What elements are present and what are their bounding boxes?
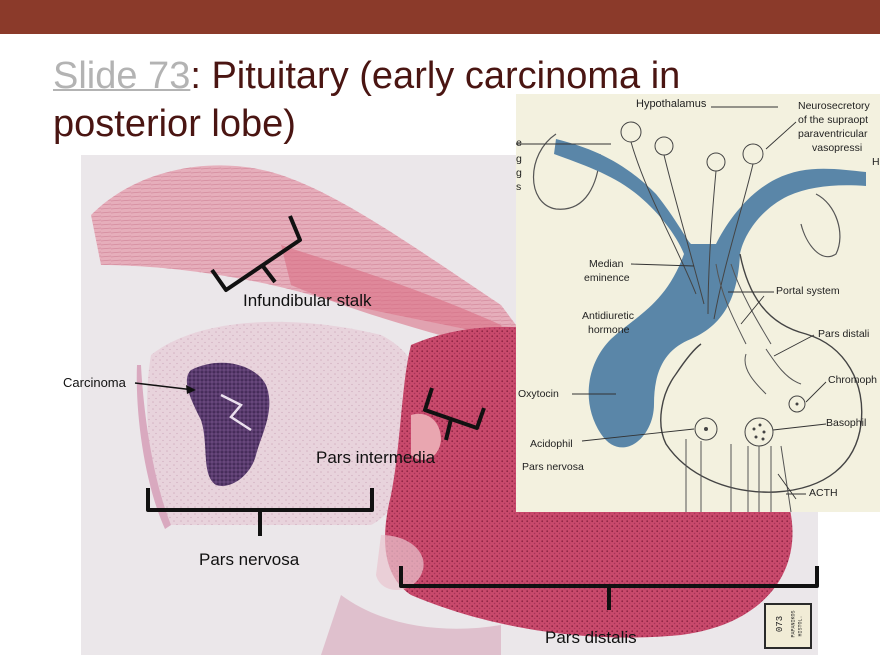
diagram-label-neurosecretory-5: H xyxy=(872,156,880,168)
slide-tag-text-1: PAPANIKOS xyxy=(790,610,797,638)
title-part-1: : Pituitary (early carcinoma in xyxy=(190,55,681,97)
diagram-label-pars-nervosa: Pars nervosa xyxy=(522,461,584,473)
label-pars-nervosa: Pars nervosa xyxy=(199,550,300,569)
diagram-label-left-edge-2: g xyxy=(516,153,522,165)
diagram-label-portal-system: Portal system xyxy=(776,285,840,297)
diagram-label-neurosecretory-4: vasopressi xyxy=(812,142,863,154)
diagram-label-neurosecretory-3: paraventricular xyxy=(798,128,868,140)
diagram-label-oxytocin: Oxytocin xyxy=(518,388,559,400)
slide-tag-number: 073 xyxy=(775,615,786,633)
diagram-label-left-edge-1: e xyxy=(516,137,522,149)
label-carcinoma: Carcinoma xyxy=(63,375,126,390)
slide-tag-text-2: HISTOL. xyxy=(797,615,804,637)
diagram-label-pars-distalis: Pars distali xyxy=(818,328,870,340)
label-infundibular-stalk: Infundibular stalk xyxy=(243,291,372,310)
diagram-label-neurosecretory-2: of the supraopt xyxy=(798,114,869,126)
slide-title: Slide 73: Pituitary (early carcinoma in … xyxy=(53,52,773,148)
pituitary-diagram-drawing xyxy=(516,106,866,512)
diagram-label-acidophil: Acidophil xyxy=(530,438,573,450)
diagram-label-basophil: Basophil xyxy=(826,417,867,429)
top-accent-bar xyxy=(0,0,880,34)
diagram-label-hypothalamus: Hypothalamus xyxy=(636,98,707,110)
diagram-label-left-edge-4: s xyxy=(516,181,522,193)
diagram-label-chromophobe: Chromoph xyxy=(828,374,878,386)
diagram-label-acth: ACTH xyxy=(809,487,838,499)
diagram-label-median-eminence-1: Median xyxy=(589,258,624,270)
diagram-label-antidiuretic-1: Antidiuretic xyxy=(582,310,634,322)
label-pars-intermedia: Pars intermedia xyxy=(316,448,436,467)
slide-link[interactable]: Slide 73 xyxy=(53,55,191,97)
label-pars-distalis: Pars distalis xyxy=(545,628,637,647)
diagram-label-antidiuretic-2: hormone xyxy=(588,324,630,336)
slide-tag: 073 PAPANIKOS HISTOL. xyxy=(764,603,812,649)
title-part-2: posterior lobe) xyxy=(53,103,296,145)
diagram-label-left-edge-3: g xyxy=(516,167,522,179)
pituitary-diagram: Hypothalamus Neurosecretory of the supra… xyxy=(516,94,880,512)
diagram-label-median-eminence-2: eminence xyxy=(584,272,630,284)
diagram-label-neurosecretory-1: Neurosecretory xyxy=(798,100,870,112)
